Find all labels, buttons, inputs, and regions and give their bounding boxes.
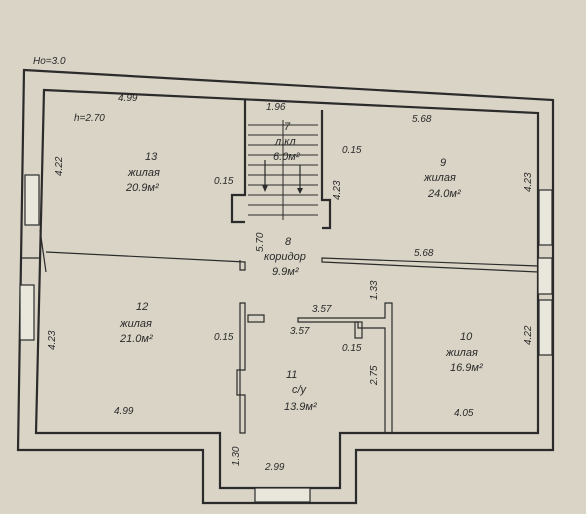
window-right-top [538,189,553,246]
level-label: Ho=3.0 [33,56,66,67]
wall-stub-inner [354,321,363,339]
room-12-number: 12 [136,301,148,313]
wall-stub-bath [247,314,265,323]
dim-0-15-bath: 0.15 [342,343,362,354]
dim-1-30: 1.30 [231,446,242,466]
room-7-name: л.кл [274,136,296,148]
dim-1-33: 1.33 [369,280,380,300]
room-10: 10 жилая 16.9м² [445,331,483,374]
dim-5-68-top: 5.68 [412,114,432,125]
outer-wall-inner [34,88,540,490]
dim-0-15-mid: 0.15 [214,332,234,343]
room-7-number: 7 [284,121,291,133]
room-8: 8 коридор 9.9м² [264,236,306,278]
dim-4-99-bottom: 4.99 [114,406,134,417]
dim-4-23-stair: 4.23 [332,180,343,200]
dim-0-15-stair-left: 0.15 [214,176,234,187]
room-9-area: 24.0м² [427,188,461,200]
dim-2-75: 2.75 [369,365,380,386]
dim-4-23-left-bottom: 4.23 [47,330,58,350]
dim-4-99-top: 4.99 [118,93,138,104]
dim-5-68-corr: 5.68 [414,248,434,259]
stair-arrow-head-left [262,185,268,192]
room-13: 13 жилая 20.9м² [125,151,160,194]
dim-3-57-a: 3.57 [312,304,332,315]
room-9-number: 9 [440,157,446,169]
room-12-area: 21.0м² [119,333,153,345]
bath-wall-left [236,302,246,434]
room-9: 9 жилая 24.0м² [423,157,461,200]
stair-treads [248,120,318,220]
room-11-area: 13.9м² [284,401,317,413]
room-10-area: 16.9м² [450,362,483,374]
door-swing-left [39,229,47,273]
dim-2-99: 2.99 [264,462,285,473]
room-8-area: 9.9м² [272,266,299,278]
window-left-bottom [19,284,35,341]
dim-5-70: 5.70 [255,232,266,252]
dim-4-22-left: 4.22 [54,156,65,176]
room-8-number: 8 [285,236,292,248]
room-10-name: жилая [445,347,478,359]
room-8-name: коридор [264,251,306,263]
window-bottom [254,487,311,503]
outer-wall-outer [16,68,555,505]
dim-4-23-right-top: 4.23 [523,172,534,192]
room-7: 7 л.кл 6.0м² [273,121,300,163]
stair-wall-left [230,100,247,224]
dim-1-96: 1.96 [266,102,286,113]
room-12: 12 жилая 21.0м² [119,301,153,345]
room-11-number: 11 [286,369,297,381]
right-wall-block [537,257,553,295]
room-9-name: жилая [423,172,456,184]
room-10-number: 10 [460,331,473,343]
stair-wall-right [320,110,332,230]
room-12-name: жилая [119,318,152,330]
dim-0-15-stair-right: 0.15 [342,145,362,156]
corridor-wall-left [45,251,246,271]
room-13-number: 13 [145,151,158,163]
room-13-name: жилая [127,167,160,179]
room-11: 11 с/у 13.9м² [284,369,317,413]
room-7-area: 6.0м² [273,151,300,163]
dim-3-57-b: 3.57 [290,326,310,337]
dim-4-22-right: 4.22 [523,325,534,345]
ceiling-label: h=2.70 [74,113,105,124]
bath-wall-right [297,302,393,434]
window-right-bottom [538,299,553,356]
room-11-name: с/у [292,384,308,396]
window-left-top [24,174,40,226]
dim-4-05: 4.05 [454,408,474,419]
stair-arrow-head-right [297,188,303,194]
room-13-area: 20.9м² [125,182,159,194]
